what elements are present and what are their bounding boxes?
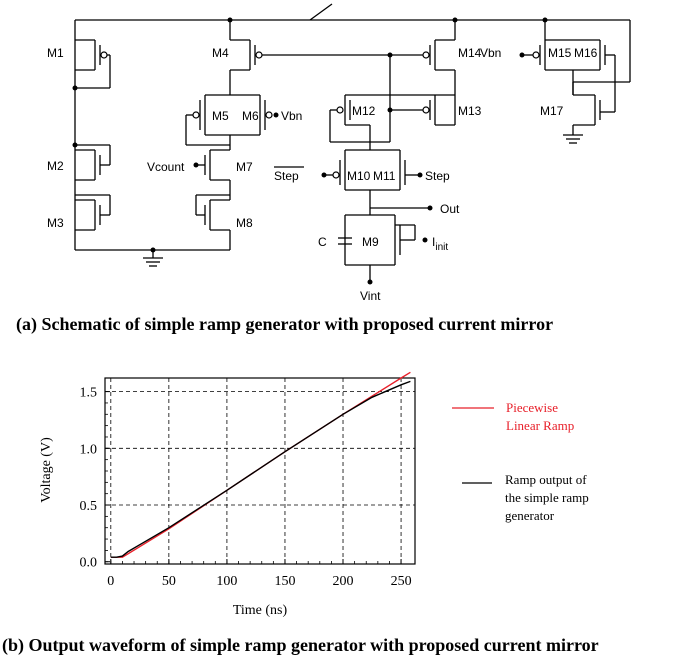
label-m7: M7 [236,160,253,174]
label-step: Step [425,169,450,183]
y-tick-label: 1.0 [80,442,98,457]
legend-label-ramp-output: Ramp output of the simple ramp generator [505,472,592,523]
plot-frame [104,377,416,565]
x-tick-label: 100 [216,574,237,589]
branch-m1-m3 [72,20,230,267]
x-axis-label: Time (ns) [233,603,288,618]
y-tick-label: 0.5 [80,499,98,514]
label-m1: M1 [47,46,64,60]
label-m12: M12 [352,104,376,118]
x-tick-label: 200 [333,574,354,589]
y-tick-label: 0.0 [80,556,98,571]
x-tick-label: 0 [107,574,114,589]
legend: Piecewise Linear Ramp Ramp output of the… [452,400,592,523]
label-m8: M8 [236,216,253,230]
series-line-ramp-output [110,380,411,558]
vdd-terminal [309,3,333,21]
label-vcount: Vcount [147,160,185,174]
branch-m4-m8 [185,20,430,250]
label-m16: M16 [574,46,598,60]
label-m4: M4 [212,46,229,60]
label-vint: Vint [360,289,381,303]
label-m10: M10 [347,169,371,183]
branch-m15-m17 [519,20,631,144]
label-m6: M6 [242,109,259,123]
schematic: M1 M2 M3 [47,3,631,303]
y-axis-label: Voltage (V) [39,437,54,503]
axis-ticks: 0 50 100 150 200 250 0.0 0.5 1.0 1.5 [80,386,412,589]
caption-b: (b) Output waveform of simple ramp gener… [2,635,599,656]
series-layer [110,371,411,558]
label-m2: M2 [47,159,64,173]
series-line-piecewise-linear-ramp [110,371,411,558]
label-vbn-left: Vbn [281,109,302,123]
branch-output [321,20,456,285]
label-m3: M3 [47,216,64,230]
label-m15: M15 [548,46,572,60]
label-m13: M13 [458,104,482,118]
y-tick-label: 1.5 [80,386,98,401]
label-m11: M11 [373,169,396,183]
legend-label-piecewise: Piecewise Linear Ramp [506,400,574,433]
x-tick-label: 50 [162,574,176,589]
caption-a: (a) Schematic of simple ramp generator w… [16,314,553,335]
grid [105,378,415,564]
label-m9: M9 [362,235,379,249]
x-tick-label: 250 [391,574,412,589]
label-iinit: Iinit [432,235,448,253]
x-tick-label: 150 [274,574,295,589]
label-out: Out [440,202,460,216]
label-vbn-right: Vbn [480,46,501,60]
label-m14: M14 [458,46,482,60]
label-cap: C [318,235,327,249]
label-m17: M17 [540,104,564,118]
label-step-bar: Step [274,169,299,183]
label-m5: M5 [212,109,229,123]
